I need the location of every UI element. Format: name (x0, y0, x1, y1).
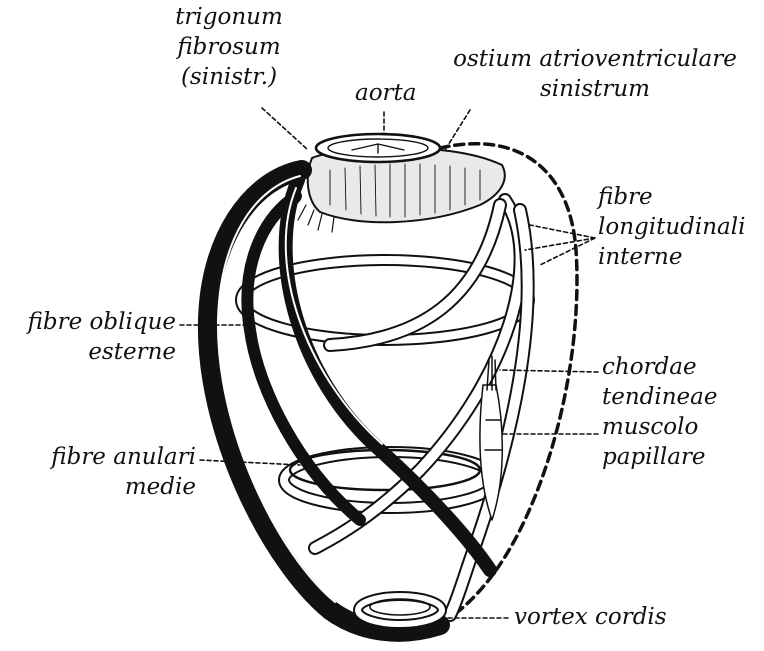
label-fibre-longitudinali: fibre longitudinali interne (598, 182, 745, 272)
outer-oblique-fibres (208, 170, 490, 632)
label-vortex-cordis: vortex cordis (514, 602, 667, 632)
label-aorta: aorta (355, 78, 417, 108)
label-trigonum-fibrosum: trigonum fibrosum (sinistr.) (164, 2, 294, 92)
label-ostium-atrioventriculare: ostium atrioventriculare sinistrum (440, 44, 750, 104)
leader-longitudinali (525, 225, 595, 265)
label-fibre-oblique: fibre oblique esterne (4, 307, 176, 367)
vortex-cordis-ring (358, 596, 442, 624)
leader-anulari (200, 460, 300, 465)
label-chordae-tendineae: chordae tendineae (602, 352, 718, 412)
leader-trigonum (262, 108, 308, 150)
label-muscolo-papillare: muscolo papillare (602, 412, 706, 472)
outer-fibre-striping (218, 176, 382, 602)
label-fibre-anulari: fibre anulari medie (20, 442, 196, 502)
